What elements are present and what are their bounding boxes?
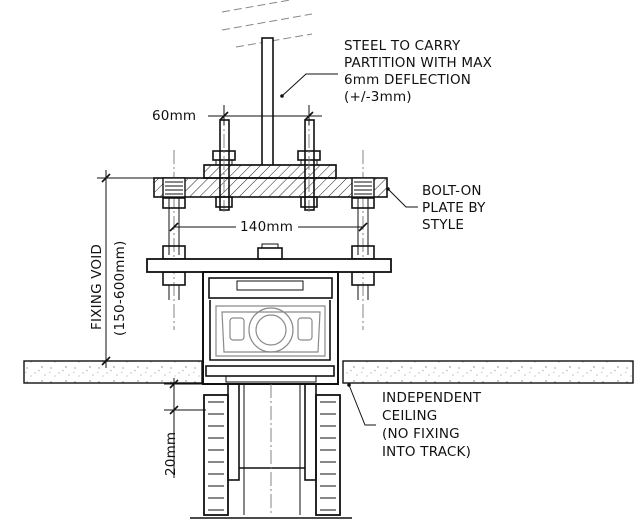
- dimension-fixing-void: [97, 170, 160, 368]
- plate-note-line-2: PLATE BY: [422, 200, 486, 216]
- bolt-on-plate: [146, 243, 392, 273]
- plate-note-line-1: BOLT-ON: [422, 183, 482, 199]
- dim-140-label: 140mm: [240, 219, 293, 235]
- leader-ceiling: [347, 383, 376, 426]
- threaded-rod-left: [162, 150, 186, 330]
- dimension-20mm: [164, 378, 206, 478]
- threaded-rod-right: [351, 150, 375, 330]
- cleat-bolt-left: [212, 112, 236, 212]
- steel-note-line-2: PARTITION WITH MAX: [344, 55, 492, 71]
- leader-steel: [280, 73, 338, 98]
- void-label-line-1: FIXING VOID: [89, 244, 105, 330]
- cleat-bolt-right: [297, 112, 321, 212]
- ceiling-note-line-4: INTO TRACK): [382, 444, 471, 460]
- ceiling-note-line-2: CEILING: [382, 408, 437, 424]
- ceiling-note-line-3: (NO FIXING: [382, 426, 460, 442]
- beam-cleat-plate: [153, 164, 388, 198]
- independent-ceiling: [23, 360, 634, 384]
- partition-track: [202, 271, 339, 385]
- ceiling-note-line-1: INDEPENDENT: [382, 390, 482, 406]
- void-label-line-2: (150-600mm): [112, 241, 128, 336]
- dimension-140mm: [169, 222, 368, 232]
- dim-60-label: 60mm: [152, 108, 196, 124]
- dimension-60mm: [208, 105, 322, 125]
- steel-note-line-1: STEEL TO CARRY: [344, 38, 461, 54]
- plate-note-line-3: STYLE: [422, 217, 464, 233]
- leader-plate: [386, 187, 418, 208]
- steel-note-line-3: 6mm DEFLECTION: [344, 72, 471, 88]
- dim-20-label: 20mm: [163, 432, 179, 476]
- steel-note-line-4: (+/-3mm): [344, 89, 412, 105]
- partition-panels: [190, 383, 352, 519]
